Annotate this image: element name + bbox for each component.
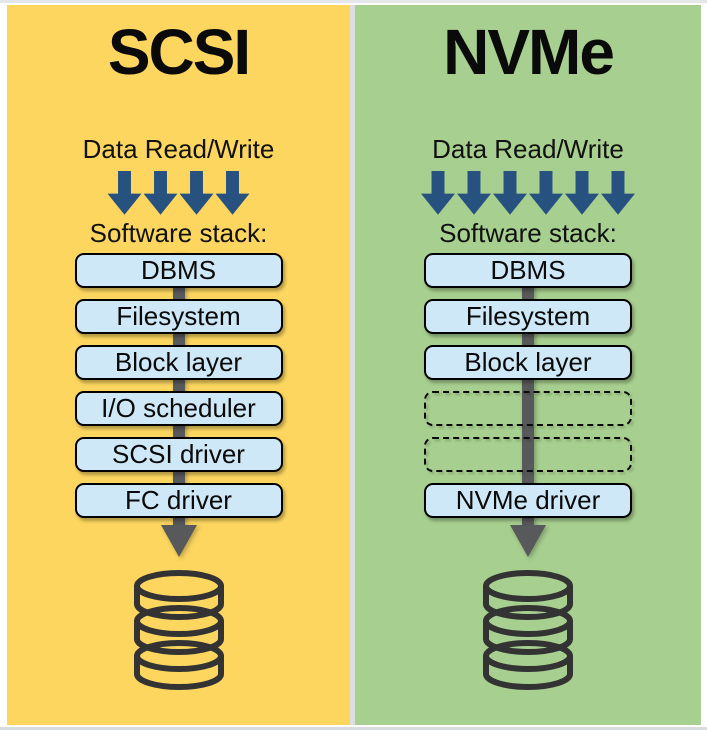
panel-title-nvme: NVMe xyxy=(443,16,615,88)
database-cylinder-icon xyxy=(133,569,224,690)
stack-layer-label: I/O scheduler xyxy=(101,393,256,424)
stack-layer: FC driver xyxy=(74,482,283,518)
down-arrow-icon xyxy=(529,170,563,215)
stack-layer-label: DBMS xyxy=(490,255,566,286)
down-arrow-icon xyxy=(179,170,214,215)
stack-layer-empty xyxy=(424,390,632,426)
flow-label: Data Read/Write xyxy=(432,134,624,165)
panel-nvme: NVMe Data Read/Write Software stack: DBM… xyxy=(355,5,701,725)
software-stack-scsi: DBMS Filesystem Block layer I/O schedule… xyxy=(74,252,283,557)
stack-layer: SCSI driver xyxy=(74,436,283,472)
stack-layer-label: Block layer xyxy=(464,347,592,378)
panel-divider xyxy=(350,5,355,725)
panel-title-scsi: SCSI xyxy=(107,16,251,88)
down-arrows-row xyxy=(420,170,636,215)
flow-label: Data Read/Write xyxy=(82,134,275,165)
stack-layer: DBMS xyxy=(74,252,283,288)
stack-layer-label: Block layer xyxy=(114,347,243,378)
stack-layer-label: Filesystem xyxy=(465,301,591,332)
stack-layer-empty xyxy=(424,436,632,472)
stack-label: Software stack: xyxy=(89,217,268,248)
stack-layer: Filesystem xyxy=(424,298,632,334)
down-arrow-icon xyxy=(143,170,178,215)
flow-arrowhead-icon xyxy=(510,524,546,557)
stack-layer: DBMS xyxy=(424,252,632,288)
down-arrow-icon xyxy=(457,170,491,215)
stack-layer-label: Filesystem xyxy=(116,301,241,332)
down-arrow-icon xyxy=(215,170,250,215)
stack-layer: I/O scheduler xyxy=(74,390,283,426)
stack-layer: Filesystem xyxy=(74,298,283,334)
stack-layer-label: NVMe driver xyxy=(455,485,601,516)
down-arrow-icon xyxy=(601,170,635,215)
down-arrows-row xyxy=(107,170,251,215)
stack-layer: NVMe driver xyxy=(424,482,632,518)
down-arrow-icon xyxy=(565,170,599,215)
down-arrow-icon xyxy=(107,170,142,215)
software-stack-nvme: DBMS Filesystem Block layer NVMe driver xyxy=(424,252,632,557)
stack-layer-label: SCSI driver xyxy=(112,439,245,470)
flow-arrowhead-icon xyxy=(160,524,197,557)
stack-layer: Block layer xyxy=(424,344,632,380)
down-arrow-icon xyxy=(493,170,527,215)
panel-scsi: SCSI Data Read/Write Software stack: DBM… xyxy=(7,5,350,725)
stack-layer: Block layer xyxy=(74,344,283,380)
database-cylinder-icon xyxy=(483,569,573,690)
stack-layer-label: FC driver xyxy=(125,485,232,516)
stack-layer-label: DBMS xyxy=(140,255,217,286)
down-arrow-icon xyxy=(421,170,455,215)
stack-label: Software stack: xyxy=(439,217,617,248)
